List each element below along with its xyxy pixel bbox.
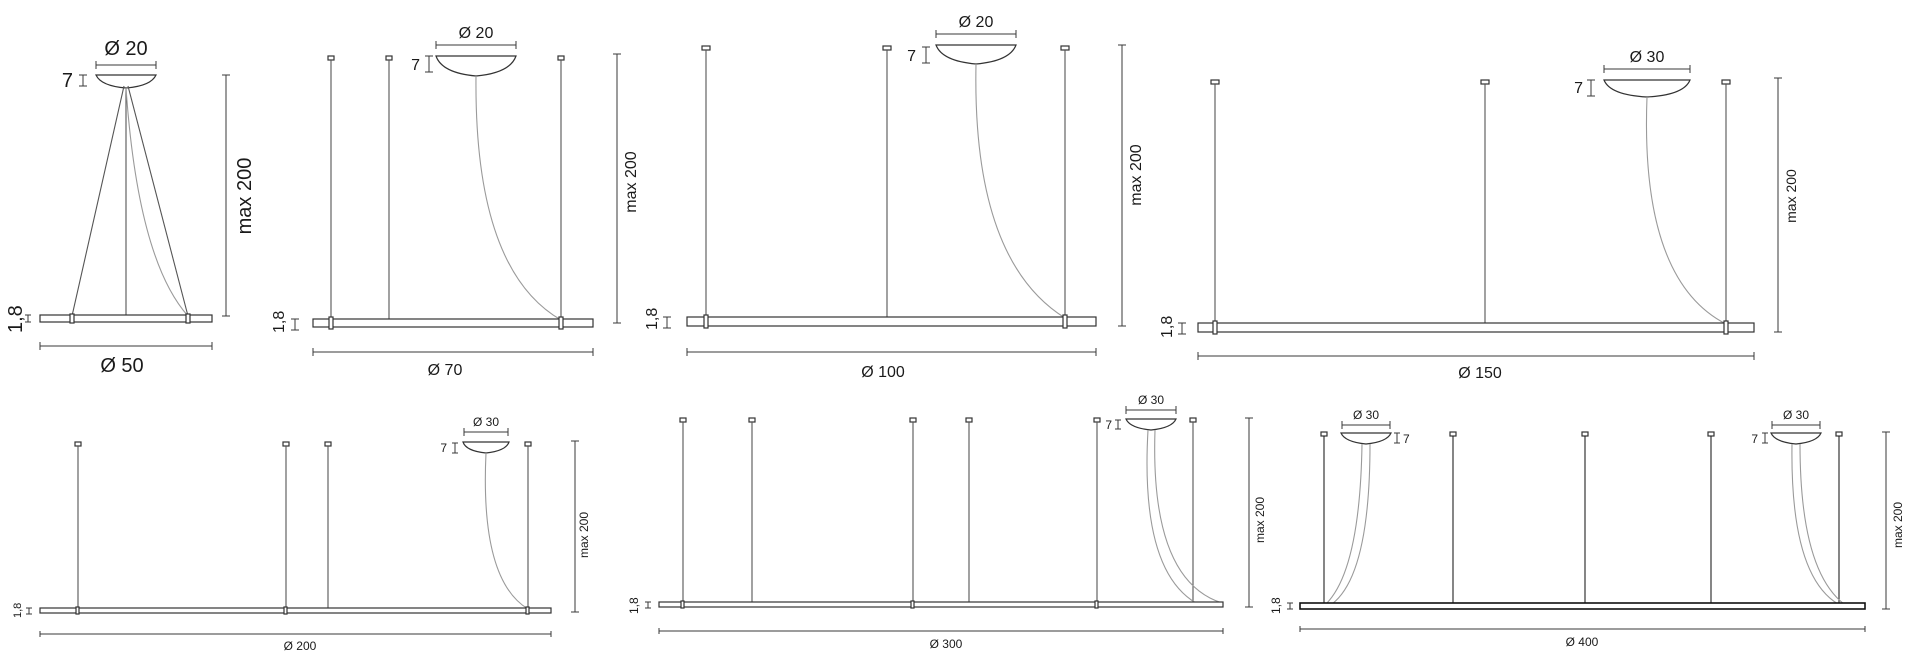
canopy-diameter-label: Ø 20 [959,14,994,31]
canopy-diameter-label: Ø 20 [459,25,494,42]
canopy-diameter-label: Ø 30 [1630,49,1665,66]
diameter-label: Ø 200 [284,639,317,653]
lamp-d100: Ø 20 7 1,8 Ø 100 max 200 [644,14,1145,381]
canopy-height-label: 7 [411,57,420,74]
canopy-height-label: 7 [1403,432,1410,446]
canopy-height-label: 7 [1105,418,1112,432]
drop-label: max 200 [234,158,256,235]
diameter-label: Ø 400 [1566,635,1599,649]
canopy-height-label: 7 [440,441,447,455]
drop-label: max 200 [1128,144,1145,205]
canopy-height-label-2: 7 [1751,432,1758,446]
drop-label: max 200 [623,151,640,212]
diameter-label: Ø 150 [1458,365,1502,382]
canopy-diameter-label: Ø 30 [1353,408,1379,422]
diameter-label: Ø 70 [428,362,463,379]
diameter-label: Ø 50 [100,355,143,377]
diameter-label: Ø 100 [861,364,905,381]
lamp-d50: Ø 20 7 1,8 Ø 50 max 200 [5,38,256,377]
drop-label: max 200 [1253,497,1267,543]
bar-height-label: 1,8 [1159,316,1176,338]
canopy-height-label: 7 [1574,80,1583,97]
bar-height-label: 1,8 [271,311,288,333]
drop-label: max 200 [1891,502,1905,548]
bar-height-label: 1,8 [5,305,27,333]
lamp-d200: Ø 30 7 1,8 Ø 200 max 200 [12,415,591,653]
bar-height-label: 1,8 [1269,597,1283,614]
lamp-d150: Ø 30 7 1,8 Ø 150 max 200 [1159,49,1799,382]
canopy-height-label: 7 [62,70,73,92]
lamp-d300: Ø 30 7 1,8 Ø 3 [627,393,1267,651]
bar-height-label: 1,8 [627,597,641,614]
bar-height-label: 1,8 [644,308,661,330]
drop-label: max 200 [1783,169,1799,223]
drop-label: max 200 [577,512,591,558]
canopy-height-label: 7 [907,48,916,65]
lamp-d70: Ø 20 7 1,8 Ø 70 max 200 [271,25,640,379]
canopy-diameter-label: Ø 30 [473,415,499,429]
canopy-diameter-label-2: Ø 30 [1783,408,1809,422]
lamp-d400: Ø 30 7 Ø 30 7 [1269,408,1905,649]
diameter-label: Ø 300 [930,637,963,651]
canopy-diameter-label: Ø 20 [104,38,147,60]
canopy-diameter-label: Ø 30 [1138,393,1164,407]
bar-height-label: 1,8 [12,603,24,618]
